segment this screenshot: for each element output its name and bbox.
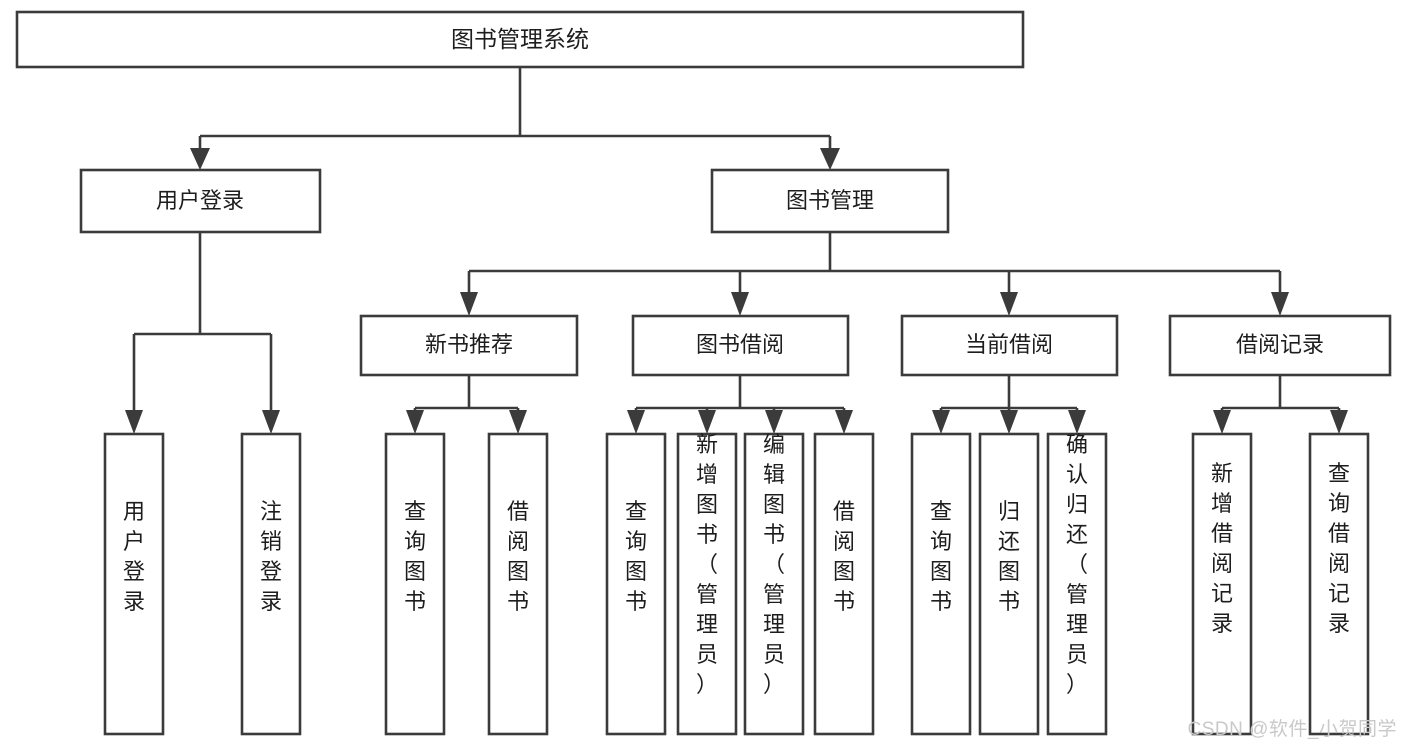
node-leaf-query-record-box[interactable] — [1308, 432, 1370, 736]
arrow-head-leaf-add-record — [1213, 410, 1231, 434]
node-leaf-borrow-book-2-box[interactable] — [813, 432, 875, 736]
node-leaf-return-book-label: 归还图书 — [998, 499, 1020, 614]
node-leaf-borrow-book-1[interactable]: 借阅图书 — [487, 432, 549, 736]
node-book-manage-label: 图书管理 — [786, 188, 874, 213]
node-leaf-query-book-1[interactable]: 查询图书 — [384, 432, 446, 736]
node-leaf-query-record[interactable]: 查询借阅记录 — [1308, 432, 1370, 736]
node-leaf-borrow-book-2[interactable]: 借阅图书 — [813, 432, 875, 736]
arrow-head-leaf-user-logout — [262, 410, 280, 434]
arrow-head-leaf-borrow-book-1 — [509, 410, 527, 434]
node-leaf-edit-book-box[interactable] — [743, 432, 805, 736]
node-leaf-user-login-box[interactable] — [103, 432, 165, 736]
node-leaf-return-book-box[interactable] — [978, 432, 1040, 736]
node-leaf-confirm-return-box[interactable] — [1046, 432, 1108, 736]
node-leaf-add-book-box[interactable] — [676, 432, 738, 736]
node-current-borrow[interactable]: 当前借阅 — [900, 314, 1119, 377]
node-book-borrow[interactable]: 图书借阅 — [631, 314, 850, 377]
arrow-head-book-manage — [820, 148, 840, 170]
node-root-label: 图书管理系统 — [451, 26, 589, 52]
node-leaf-add-record[interactable]: 新增借阅记录 — [1191, 432, 1253, 736]
node-leaf-query-book-3[interactable]: 查询图书 — [910, 432, 972, 736]
node-user-login-label: 用户登录 — [156, 188, 244, 213]
node-root-box[interactable] — [15, 10, 1025, 69]
arrow-head-current-borrow — [1000, 292, 1018, 316]
node-book-manage[interactable]: 图书管理 — [710, 168, 950, 234]
node-leaf-query-book-2-label: 查询图书 — [625, 499, 647, 614]
node-leaf-user-login[interactable]: 用户登录 — [103, 432, 165, 736]
connector-group-book-borrow — [627, 375, 853, 434]
node-leaf-query-book-1-box[interactable] — [384, 432, 446, 736]
connector-group-current-borrow — [932, 375, 1086, 434]
arrow-head-leaf-return-book — [1000, 410, 1018, 434]
node-borrow-record-label: 借阅记录 — [1236, 332, 1324, 357]
arrow-head-book-borrow — [731, 292, 749, 316]
connector-group-book-manage — [460, 232, 1289, 316]
node-leaf-borrow-book-1-label: 借阅图书 — [507, 499, 529, 614]
node-leaf-query-book-3-label: 查询图书 — [930, 499, 952, 614]
node-leaf-user-logout-label: 注销登录 — [260, 499, 282, 614]
arrow-head-leaf-add-book — [698, 410, 716, 434]
node-book-manage-box[interactable] — [710, 168, 950, 234]
node-borrow-record-box[interactable] — [1168, 314, 1392, 377]
node-current-borrow-box[interactable] — [900, 314, 1119, 377]
connector-group-root — [190, 67, 840, 170]
node-leaf-query-book-2[interactable]: 查询图书 — [605, 432, 667, 736]
node-leaf-add-book[interactable]: 新增图书（管理员） — [676, 432, 738, 736]
connector-group-borrow-record — [1213, 375, 1348, 434]
node-user-login[interactable]: 用户登录 — [79, 168, 322, 234]
arrow-head-new-book-recommend — [460, 292, 478, 316]
arrow-head-leaf-query-record — [1330, 410, 1348, 434]
node-leaf-add-record-label: 新增借阅记录 — [1211, 461, 1233, 636]
arrow-head-leaf-confirm-return — [1068, 410, 1086, 434]
node-leaf-confirm-return-label: 确认归还（管理员） — [1066, 432, 1088, 697]
node-leaf-edit-book-label: 编辑图书（管理员） — [763, 432, 785, 697]
node-leaf-confirm-return[interactable]: 确认归还（管理员） — [1046, 432, 1108, 736]
node-leaf-borrow-book-1-box[interactable] — [487, 432, 549, 736]
node-borrow-record[interactable]: 借阅记录 — [1168, 314, 1392, 377]
arrow-head-borrow-record — [1271, 292, 1289, 316]
arrow-head-leaf-user-login — [125, 410, 143, 434]
node-leaf-borrow-book-2-label: 借阅图书 — [833, 499, 855, 614]
node-leaf-query-book-1-label: 查询图书 — [404, 499, 426, 614]
node-leaf-add-record-box[interactable] — [1191, 432, 1253, 736]
connector-group-user-login — [125, 232, 280, 434]
node-new-book-recommend-box[interactable] — [359, 314, 579, 377]
node-leaf-query-book-3-box[interactable] — [910, 432, 972, 736]
node-leaf-user-logout[interactable]: 注销登录 — [240, 432, 302, 736]
node-leaf-user-logout-box[interactable] — [240, 432, 302, 736]
node-new-book-recommend[interactable]: 新书推荐 — [359, 314, 579, 377]
node-leaf-edit-book[interactable]: 编辑图书（管理员） — [743, 432, 805, 736]
arrow-head-leaf-borrow-book-2 — [835, 410, 853, 434]
arrow-head-leaf-edit-book — [765, 410, 783, 434]
node-leaf-query-book-2-box[interactable] — [605, 432, 667, 736]
node-book-borrow-box[interactable] — [631, 314, 850, 377]
node-leaf-add-book-label: 新增图书（管理员） — [696, 432, 718, 697]
node-book-borrow-label: 图书借阅 — [696, 332, 784, 357]
arrow-head-user-login — [190, 148, 210, 170]
node-root[interactable]: 图书管理系统 — [15, 10, 1025, 69]
node-leaf-return-book[interactable]: 归还图书 — [978, 432, 1040, 736]
arrow-head-leaf-query-book-1 — [406, 410, 424, 434]
connector-group-new-book-recommend — [406, 375, 527, 434]
node-current-borrow-label: 当前借阅 — [965, 332, 1053, 357]
node-user-login-box[interactable] — [79, 168, 322, 234]
node-leaf-user-login-label: 用户登录 — [123, 499, 145, 614]
arrow-head-leaf-query-book-3 — [932, 410, 950, 434]
node-leaf-query-record-label: 查询借阅记录 — [1328, 461, 1350, 636]
arrow-head-leaf-query-book-2 — [627, 410, 645, 434]
node-new-book-recommend-label: 新书推荐 — [425, 332, 513, 357]
